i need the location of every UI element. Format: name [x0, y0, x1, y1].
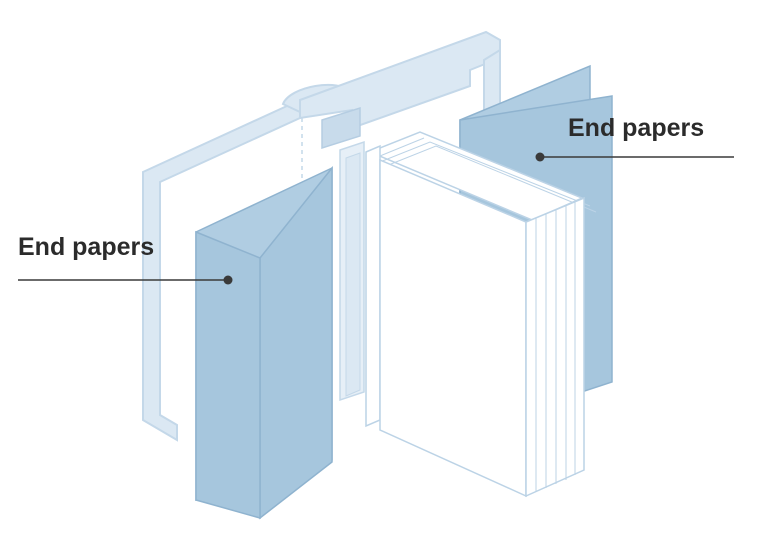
- cover-top-board: [299, 30, 501, 130]
- page-block-spine: [365, 144, 381, 428]
- cover-spine-panel: [321, 106, 361, 150]
- page-block: [365, 131, 597, 498]
- leader-right: [535, 152, 734, 162]
- book-cover-case: [142, 30, 501, 442]
- end-papers-label-right: End papers: [568, 114, 705, 142]
- pointer-dot-right: [535, 152, 545, 162]
- end-papers-label-left: End papers: [18, 233, 155, 261]
- page-block-top: [368, 131, 584, 221]
- leader-left: [18, 275, 233, 285]
- end-paper-left-sheet: [195, 230, 261, 519]
- end-papers-left: [195, 165, 333, 520]
- pointer-dot-left: [223, 275, 233, 285]
